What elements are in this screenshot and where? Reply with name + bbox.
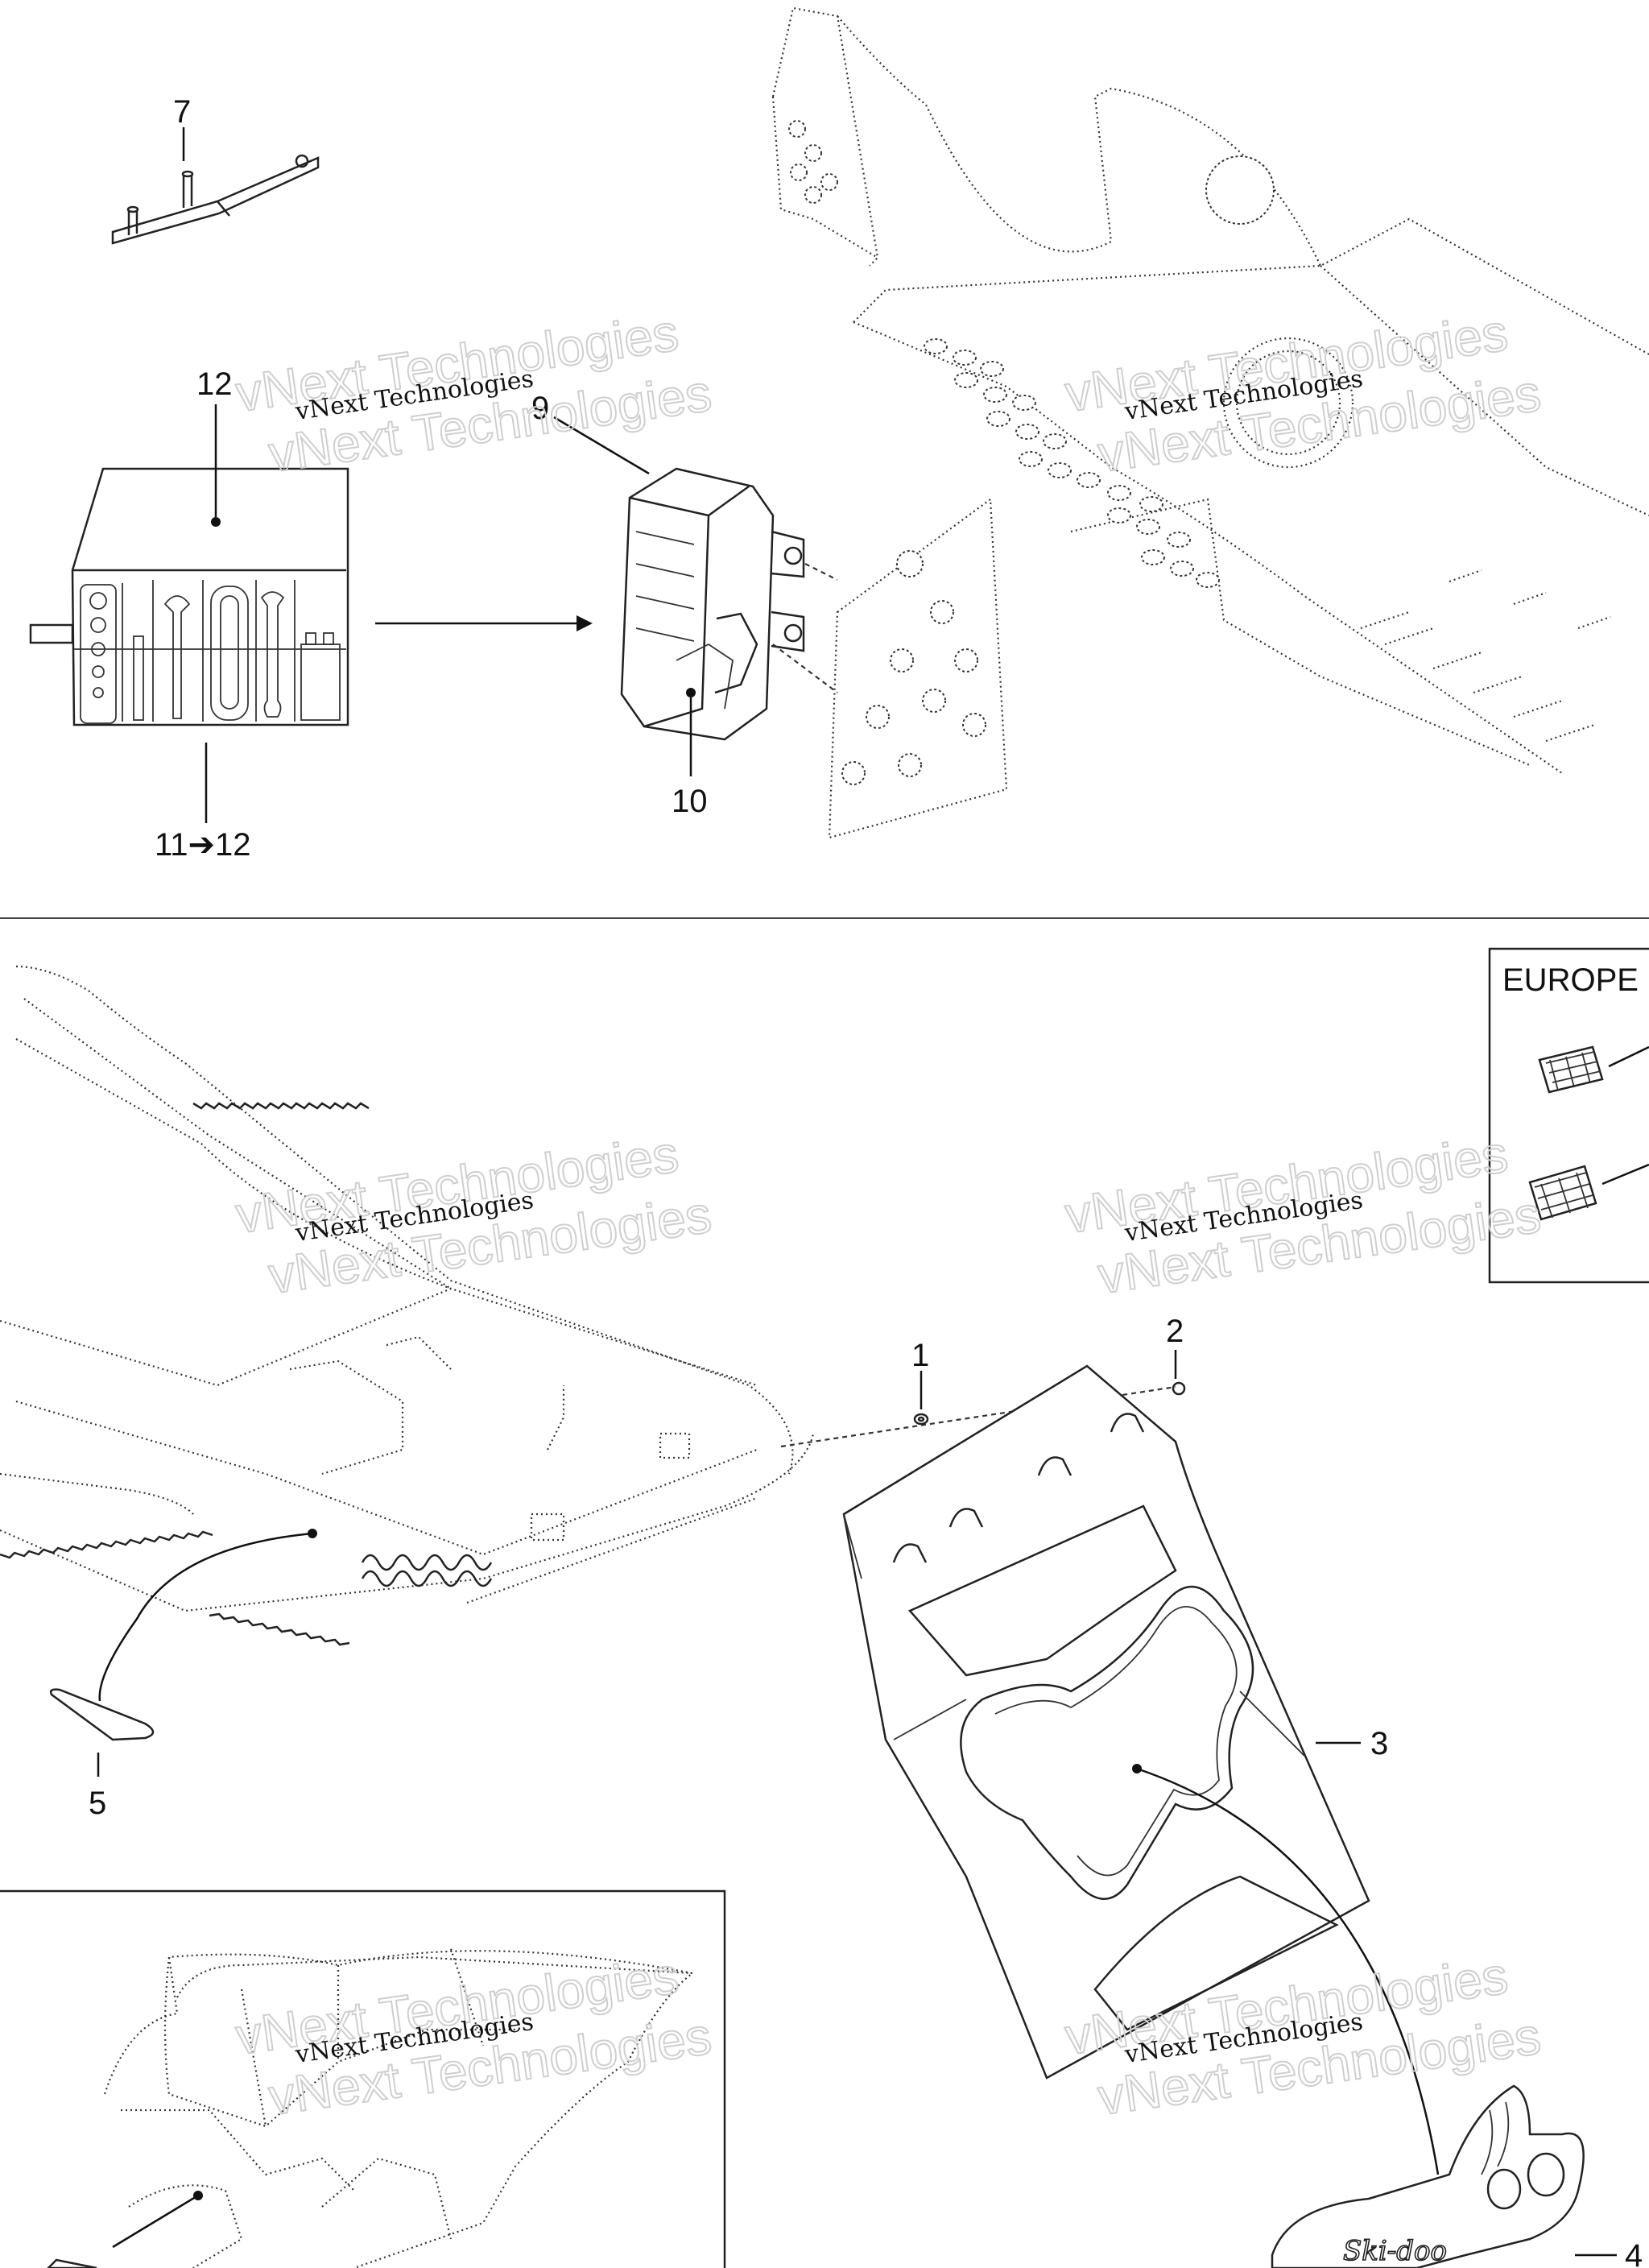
watermark-mid-right: vNext Technologies vNext Technologies vN… [1061,1124,1545,1305]
callout-5: 5 [89,1786,106,1821]
europe-inset: EUROPE [1488,947,1649,1284]
logo-text: Ski-doo [1343,2235,1447,2267]
watermark-top-right: vNext Technologies vNext Technologies vN… [1061,302,1545,483]
part-3-snow-flap [842,1364,1370,2080]
callout-7: 7 [173,94,191,130]
chassis-frame [771,6,1649,839]
watermark-bottom-right: vNext Technologies vNext Technologies vN… [1061,1945,1545,2126]
watermark-bottom-left: vNext Technologies vNext Technologies vN… [232,1945,716,2126]
bottom-left-inset [0,1889,726,2268]
callout-10: 10 [672,784,708,819]
inset-region-label: EUROPE [1502,962,1639,998]
watermark-top-left: vNext Technologies vNext Technologies vN… [232,302,716,483]
part-10-indicator-dot [686,688,696,697]
callout-12: 12 [196,366,233,402]
watermark-mid-left: vNext Technologies vNext Technologies vN… [232,1124,716,1305]
part-5-reflector [49,1688,155,1741]
part-2-screw [1172,1381,1186,1396]
callout-3: 3 [1370,1726,1388,1761]
reflector-upper [1538,1045,1649,1094]
part-1-washer [913,1413,929,1426]
callout-11-12: 11➔12 [155,827,251,863]
install-arrow [375,615,593,631]
part-9-tool-holder [620,467,805,741]
callout-9: 9 [531,391,549,426]
reflector-lower [1528,1163,1649,1221]
callout-4: 4 [1625,2238,1643,2268]
part-7-bracket [111,154,320,245]
part-12-tool-kit [29,467,349,726]
part-4-logo-decal: Ski-doo [1271,2084,1585,2268]
callout-2: 2 [1166,1314,1184,1349]
part-12-indicator-dot [211,517,221,527]
callout-1: 1 [911,1338,929,1373]
rear-tunnel-frame [0,965,815,1646]
